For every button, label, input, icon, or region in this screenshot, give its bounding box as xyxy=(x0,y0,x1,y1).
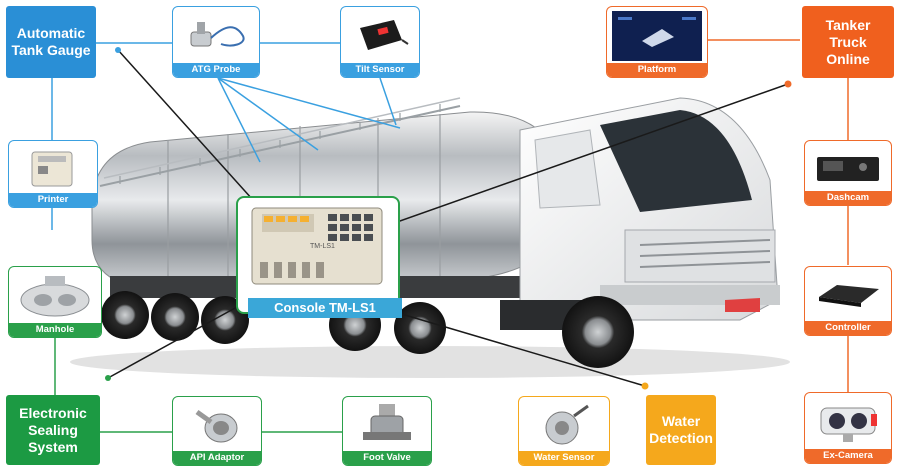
foot-valve-image xyxy=(347,401,427,449)
water-detection-header: Water Detection xyxy=(646,395,716,465)
card-label: Ex-Camera xyxy=(805,449,891,463)
ex-camera-card: Ex-Camera xyxy=(804,392,892,464)
header-line: Sealing xyxy=(28,421,78,438)
tilt-sensor-image xyxy=(345,11,415,61)
card-label: Foot Valve xyxy=(343,451,431,465)
api-adaptor-card: API Adaptor xyxy=(172,396,262,466)
card-label: Controller xyxy=(805,321,891,335)
foot-valve-card: Foot Valve xyxy=(342,396,432,466)
water-sensor-image xyxy=(523,401,605,449)
wheel xyxy=(101,291,149,339)
console-tm-ls1-card: TM-LS1 Console TM-LS1 xyxy=(236,196,402,318)
tilt-sensor-card: Tilt Sensor xyxy=(340,6,420,78)
platform-screen-image xyxy=(611,11,703,61)
header-line: Tanker Truck xyxy=(825,16,871,50)
tanker-truck-online-header: Tanker Truck Online xyxy=(802,6,894,78)
water-sensor-card: Water Sensor xyxy=(518,396,610,466)
probe-image xyxy=(177,11,255,61)
console-device-text: TM-LS1 xyxy=(310,243,335,250)
atg-probe-card: ATG Probe xyxy=(172,6,260,78)
dashcam-image xyxy=(809,145,887,189)
header-line: Online xyxy=(826,50,870,67)
controller-image xyxy=(809,271,887,319)
card-label: Dashcam xyxy=(805,191,891,205)
dashcam-card: Dashcam xyxy=(804,140,892,206)
header-line: Automatic xyxy=(16,25,86,41)
api-adaptor-image xyxy=(177,401,257,449)
header-line: Tank Gauge xyxy=(11,42,91,58)
manhole-image xyxy=(13,271,97,321)
platform-card: Platform xyxy=(606,6,708,78)
header-line: System xyxy=(28,438,78,455)
wheel xyxy=(151,293,199,341)
ex-camera-image xyxy=(809,397,887,447)
card-label: ATG Probe xyxy=(173,63,259,77)
header-line: Electronic xyxy=(19,404,87,421)
card-label: Platform xyxy=(607,63,707,77)
card-label: Printer xyxy=(9,193,97,207)
header-line: Water xyxy=(661,413,701,429)
console-label: Console TM-LS1 xyxy=(248,298,402,318)
card-label: Manhole xyxy=(9,323,101,337)
wheel xyxy=(562,296,634,368)
card-label: Water Sensor xyxy=(519,451,609,465)
controller-card: Controller xyxy=(804,266,892,336)
manhole-card: Manhole xyxy=(8,266,102,338)
console-device-image: TM-LS1 xyxy=(251,207,383,285)
header-line: Detection xyxy=(649,430,713,446)
electronic-sealing-system-header: Electronic Sealing System xyxy=(6,395,100,465)
printer-card: Printer xyxy=(8,140,98,208)
automatic-tank-gauge-header: Automatic Tank Gauge xyxy=(6,6,96,78)
card-label: API Adaptor xyxy=(173,451,261,465)
printer-image xyxy=(13,145,93,191)
card-label: Tilt Sensor xyxy=(341,63,419,77)
